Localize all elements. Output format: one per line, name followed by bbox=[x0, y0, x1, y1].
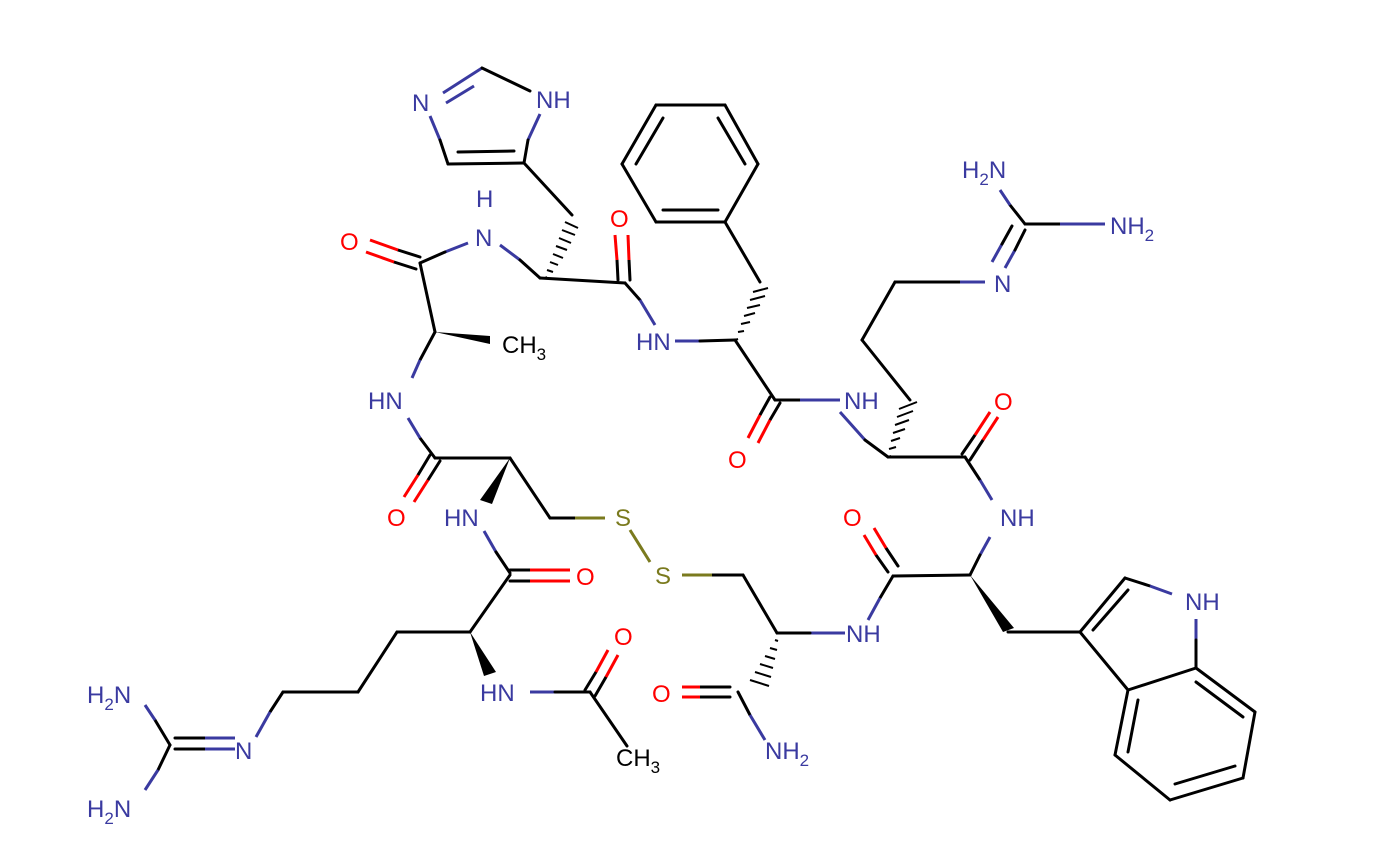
label-phe-o: O bbox=[728, 447, 747, 474]
label-ala-ch3: CH3 bbox=[502, 332, 546, 364]
label-cys2-o: O bbox=[652, 681, 671, 708]
label-cys2-nh2: NH2 bbox=[765, 738, 809, 770]
label-trp-o: O bbox=[843, 505, 862, 532]
label-ac-ch3: CH3 bbox=[616, 745, 660, 777]
label-arg2-gu-nh2: NH2 bbox=[1110, 213, 1154, 245]
label-his-ring-n: N bbox=[412, 90, 429, 117]
label-his-amide-h: H bbox=[476, 186, 493, 213]
imidazole-ring bbox=[428, 66, 574, 217]
label-his-o: O bbox=[610, 206, 629, 233]
label-arg2-gu-n: N bbox=[994, 271, 1011, 298]
label-ala-hn: HN bbox=[368, 388, 403, 415]
label-s2: S bbox=[655, 563, 671, 590]
label-arg1-o: O bbox=[576, 564, 595, 591]
phe-hashed-wedge bbox=[734, 287, 769, 341]
label-ac-hn: HN bbox=[480, 680, 515, 707]
label-arg1-gu-n: N bbox=[235, 738, 252, 765]
label-trp-nh: NH bbox=[1000, 505, 1035, 532]
label-cys1-o: O bbox=[387, 505, 406, 532]
label-ac-o: O bbox=[614, 624, 633, 651]
arg2-hashed-wedge bbox=[887, 401, 918, 458]
his-hashed-wedge bbox=[544, 221, 579, 279]
label-cys2-nh: NH bbox=[846, 621, 881, 648]
label-ala-o: O bbox=[340, 229, 359, 256]
atom-labels: N NH H N O O CH3 HN HN NH O O H2N NH2 N … bbox=[87, 87, 1220, 828]
label-phe-hn: HN bbox=[636, 329, 671, 356]
label-his-amide-n: N bbox=[475, 225, 492, 252]
label-phe-nh: NH bbox=[844, 388, 879, 415]
label-arg1-gu-h2n-bot: H2N bbox=[87, 796, 131, 828]
indole-ring bbox=[1078, 576, 1257, 802]
label-s1: S bbox=[615, 505, 631, 532]
cys2-hashed-wedge bbox=[749, 639, 779, 687]
label-his-ring-nh: NH bbox=[536, 87, 571, 114]
label-arg1-gu-h2n-top: H2N bbox=[87, 682, 131, 714]
benzene-ring bbox=[620, 103, 762, 284]
label-arg2-gu-h2n: H2N bbox=[962, 157, 1006, 189]
label-trp-indole-nh: NH bbox=[1185, 589, 1220, 616]
label-cys1-hn: HN bbox=[444, 505, 479, 532]
label-arg2-o: O bbox=[994, 389, 1013, 416]
